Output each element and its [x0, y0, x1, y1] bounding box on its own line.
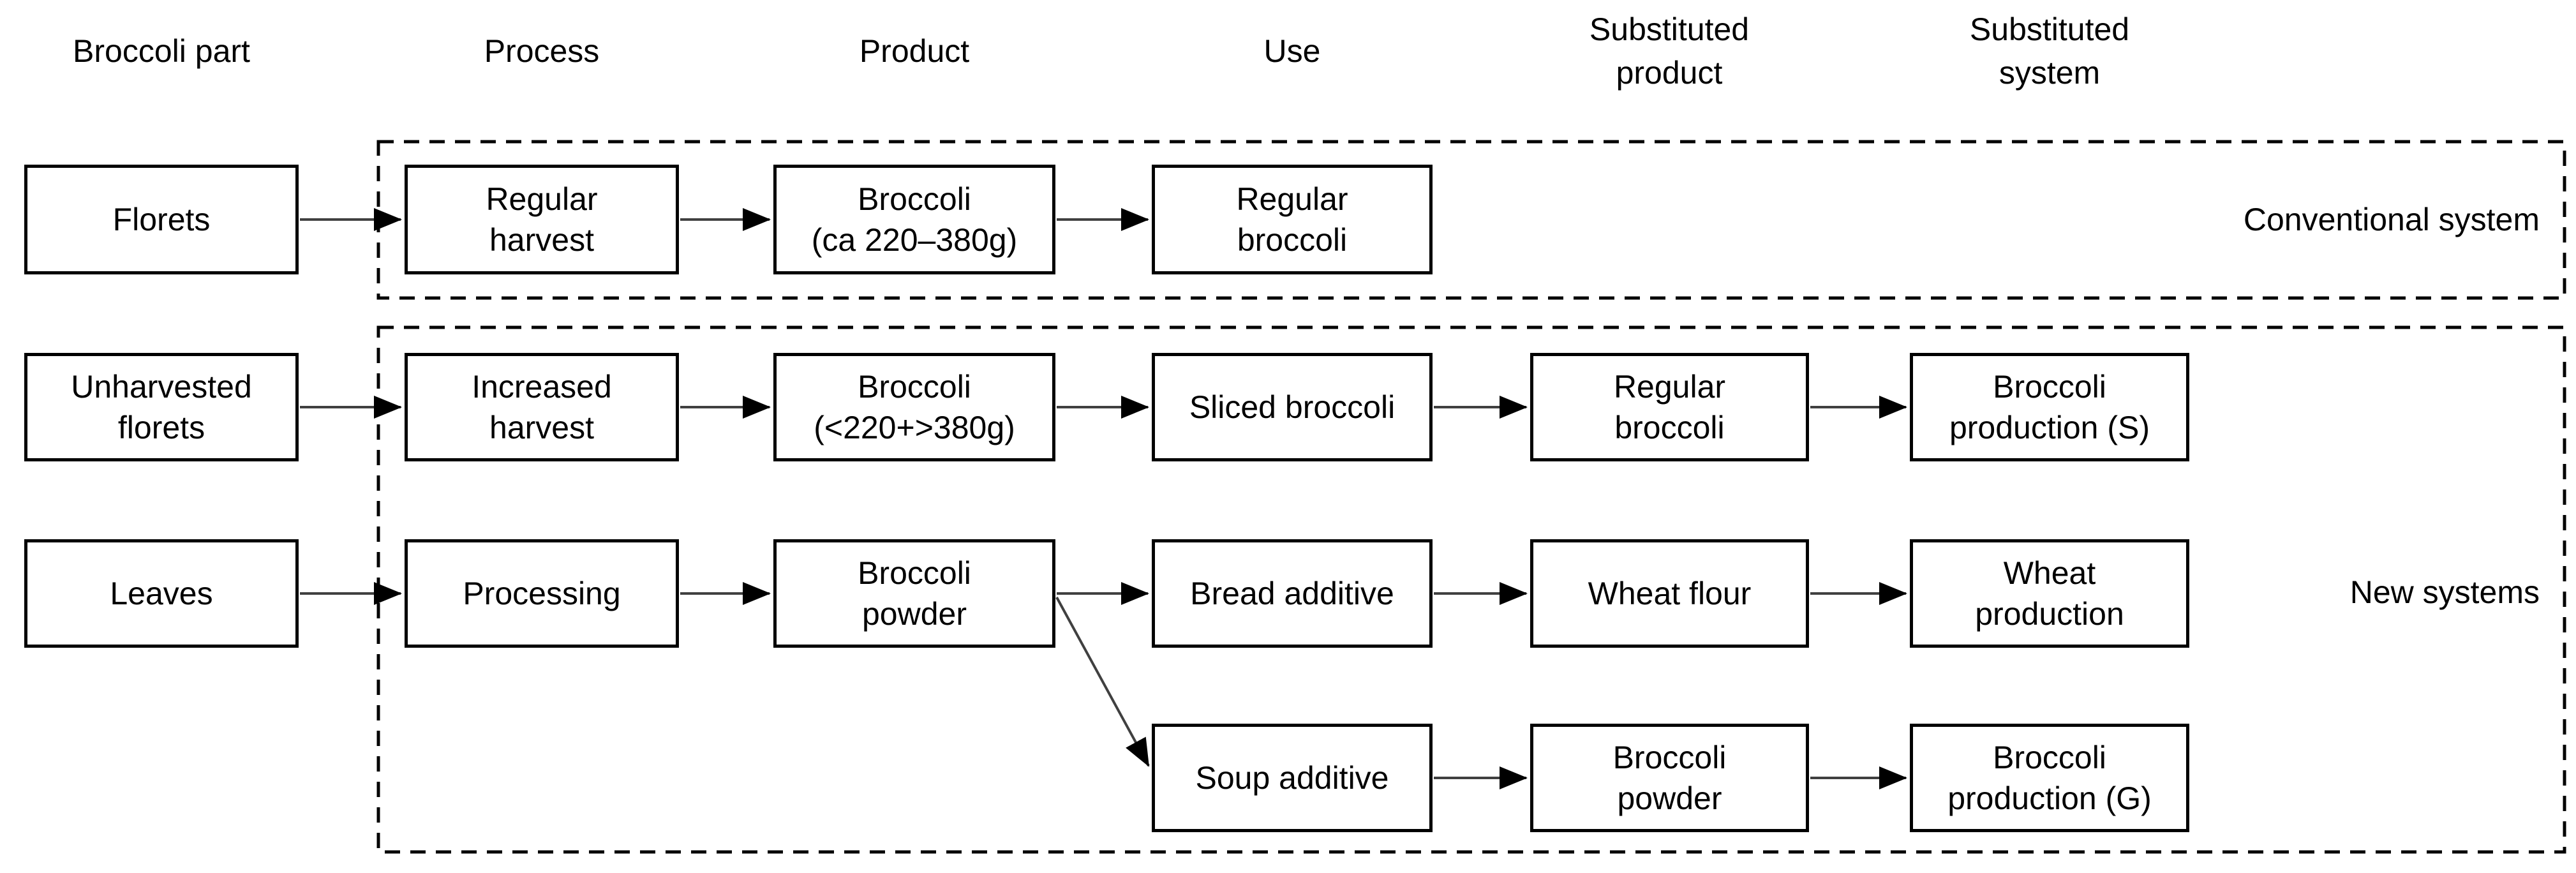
node-wheat-production: Wheat production: [1910, 539, 2189, 648]
column-header-substituted-system: Substituted system: [1969, 11, 2130, 91]
conventional-system-label: Conventional system: [2243, 202, 2540, 237]
node-broccoli-production-g: Broccoli production (G): [1910, 724, 2189, 832]
node-regular-harvest: Regular harvest: [405, 165, 679, 274]
column-header-substituted-product: Substituted product: [1589, 11, 1750, 91]
node-processing: Processing: [405, 539, 679, 648]
node-regular-broccoli-use: Regular broccoli: [1152, 165, 1433, 274]
column-header-use: Use: [1263, 33, 1321, 69]
flow-arrow-diagonal: [1055, 597, 1150, 767]
column-header-product: Product: [859, 33, 970, 69]
node-wheat-flour: Wheat flour: [1530, 539, 1809, 648]
node-unharvested-florets: Unharvested florets: [24, 353, 299, 461]
node-bread-additive: Bread additive: [1152, 539, 1433, 648]
node-broccoli-production-s: Broccoli production (S): [1910, 353, 2189, 461]
node-regular-broccoli-substituted: Regular broccoli: [1530, 353, 1809, 461]
node-broccoli-powder-substituted: Broccoli powder: [1530, 724, 1809, 832]
node-broccoli-powder: Broccoli powder: [773, 539, 1055, 648]
column-header-broccoli-part: Broccoli part: [73, 33, 250, 69]
node-leaves: Leaves: [24, 539, 299, 648]
column-header-process: Process: [484, 33, 600, 69]
node-sliced-broccoli: Sliced broccoli: [1152, 353, 1433, 461]
node-broccoli-ca-220-380g: Broccoli (ca 220–380g): [773, 165, 1055, 274]
node-soup-additive: Soup additive: [1152, 724, 1433, 832]
node-broccoli-lt220-gt380g: Broccoli (<220+>380g): [773, 353, 1055, 461]
node-increased-harvest: Increased harvest: [405, 353, 679, 461]
node-florets: Florets: [24, 165, 299, 274]
new-systems-label: New systems: [2349, 574, 2540, 610]
